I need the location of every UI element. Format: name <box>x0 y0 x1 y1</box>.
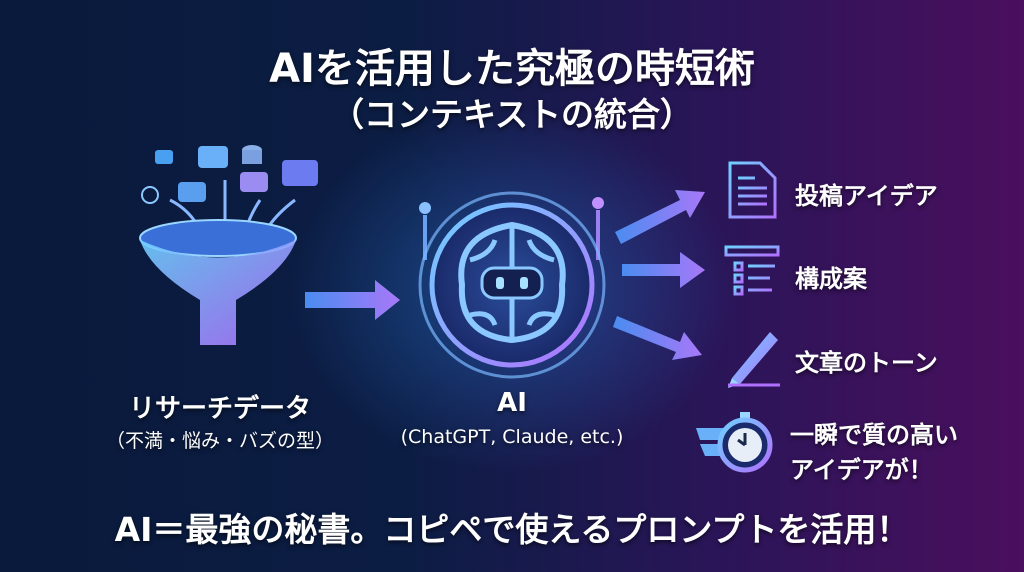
output-label-post-ideas: 投稿アイデア <box>795 182 938 210</box>
footer-message: AI＝最強の秘書。コピペで使えるプロンプトを活用！ <box>114 510 910 549</box>
arrow-icon <box>613 316 702 360</box>
output-label-outline: 構成案 <box>795 265 867 293</box>
arrow-icon <box>615 190 705 244</box>
source-label: リサーチデータ <box>128 394 311 424</box>
result-line-2: アイデアが！ <box>790 456 933 484</box>
globe-icon <box>141 186 159 204</box>
chart-icon <box>282 160 318 186</box>
arrow-icon <box>305 280 400 320</box>
output-label-tone: 文章のトーン <box>795 349 938 377</box>
chat-bubble-icon <box>198 146 228 168</box>
source-sublabel: （不満・悩み・バズの型） <box>105 430 334 452</box>
result-line-1: 一瞬で質の高い <box>790 421 958 449</box>
title-line-2: （コンテキストの統合） <box>330 95 693 134</box>
stopwatch-icon <box>696 412 773 473</box>
ai-label: AI <box>497 388 527 418</box>
ai-sublabel: (ChatGPT, Claude, etc.) <box>400 426 624 448</box>
comment-icon <box>178 182 206 202</box>
ai-brain-icon <box>418 191 606 379</box>
outline-list-icon <box>724 245 780 297</box>
output-arrows <box>613 190 705 360</box>
funnel-icon <box>139 145 318 345</box>
arrow-icon <box>622 252 705 288</box>
document-icon <box>728 161 777 219</box>
twitter-bubble-icon <box>155 150 173 164</box>
title-line-1: AIを活用した究極の時短術 <box>269 46 755 92</box>
comment-icon <box>240 172 268 192</box>
pen-icon <box>728 332 780 388</box>
